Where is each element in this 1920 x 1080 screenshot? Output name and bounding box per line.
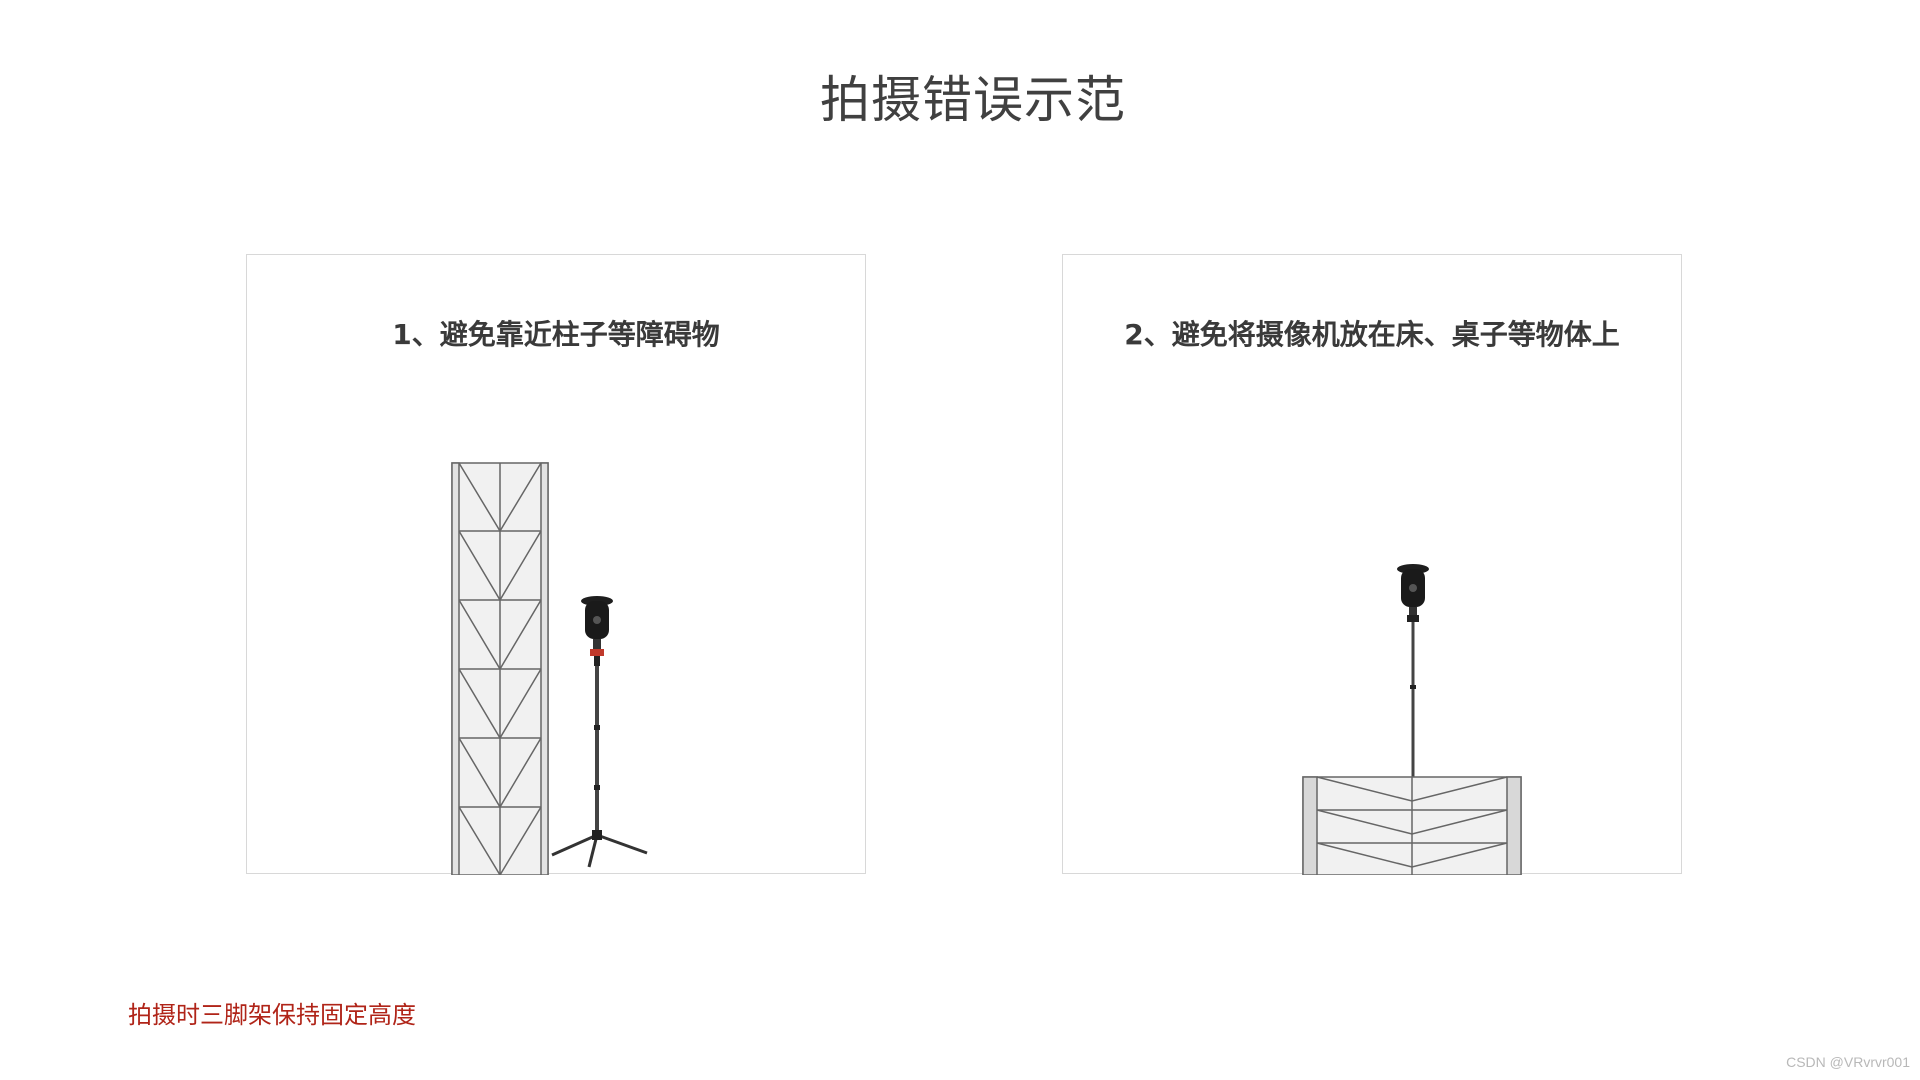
example-panel-pillar: 1、避免靠近柱子等障碍物 bbox=[246, 254, 866, 875]
pillar-and-tripod-illustration bbox=[451, 462, 648, 875]
tripod-height-note: 拍摄时三脚架保持固定高度 bbox=[128, 1001, 416, 1029]
panel-caption: 1、避免靠近柱子等障碍物 bbox=[392, 318, 720, 351]
watermark: CSDN @VRvrvr001 bbox=[1786, 1054, 1910, 1070]
pillar-illustration bbox=[451, 462, 549, 875]
tripod-camera-illustration bbox=[551, 596, 648, 868]
panel-caption: 2、避免将摄像机放在床、桌子等物体上 bbox=[1124, 318, 1620, 351]
example-panel-table: 2、避免将摄像机放在床、桌子等物体上 bbox=[1062, 254, 1682, 875]
tripod-camera-illustration bbox=[1397, 564, 1429, 777]
table-illustration bbox=[1302, 776, 1522, 875]
table-and-tripod-illustration bbox=[1302, 564, 1522, 875]
page-title: 拍摄错误示范 bbox=[820, 71, 1126, 129]
